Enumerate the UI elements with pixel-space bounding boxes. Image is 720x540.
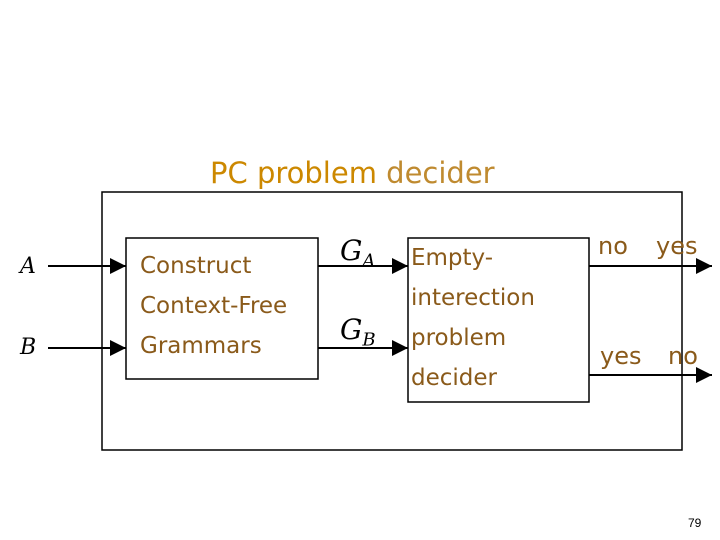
ga-subscript: A xyxy=(362,250,376,272)
output-top-no: no xyxy=(598,232,628,260)
decider-line-4: decider xyxy=(411,365,497,391)
construct-box xyxy=(125,237,319,380)
title-label: PC problem xyxy=(210,156,377,190)
decider-line-1: Empty- xyxy=(411,245,494,271)
decider-line-3: problem xyxy=(411,325,507,351)
empty-intersection-box xyxy=(407,237,590,403)
input-a-label: A xyxy=(20,254,36,279)
output-bottom-yes: yes xyxy=(600,342,642,370)
construct-line-1: Construct xyxy=(140,253,252,279)
input-b-label: B xyxy=(20,335,37,360)
gb-subscript: B xyxy=(362,329,376,351)
page-title: PC problem decider xyxy=(210,156,495,190)
page-number: 79 xyxy=(688,516,702,530)
construct-line-2: Context-Free xyxy=(140,293,288,319)
title-accent: decider xyxy=(386,156,495,190)
grammar-ga-label: GA xyxy=(340,234,375,272)
gb-base: G xyxy=(340,313,363,346)
output-top-yes: yes xyxy=(656,232,698,260)
decider-line-2: interection xyxy=(411,285,535,311)
ga-base: G xyxy=(340,234,363,267)
outer-decider-frame xyxy=(101,191,683,451)
output-bottom-no: no xyxy=(668,342,698,370)
construct-line-3: Grammars xyxy=(140,333,262,359)
grammar-gb-label: GB xyxy=(340,313,376,351)
